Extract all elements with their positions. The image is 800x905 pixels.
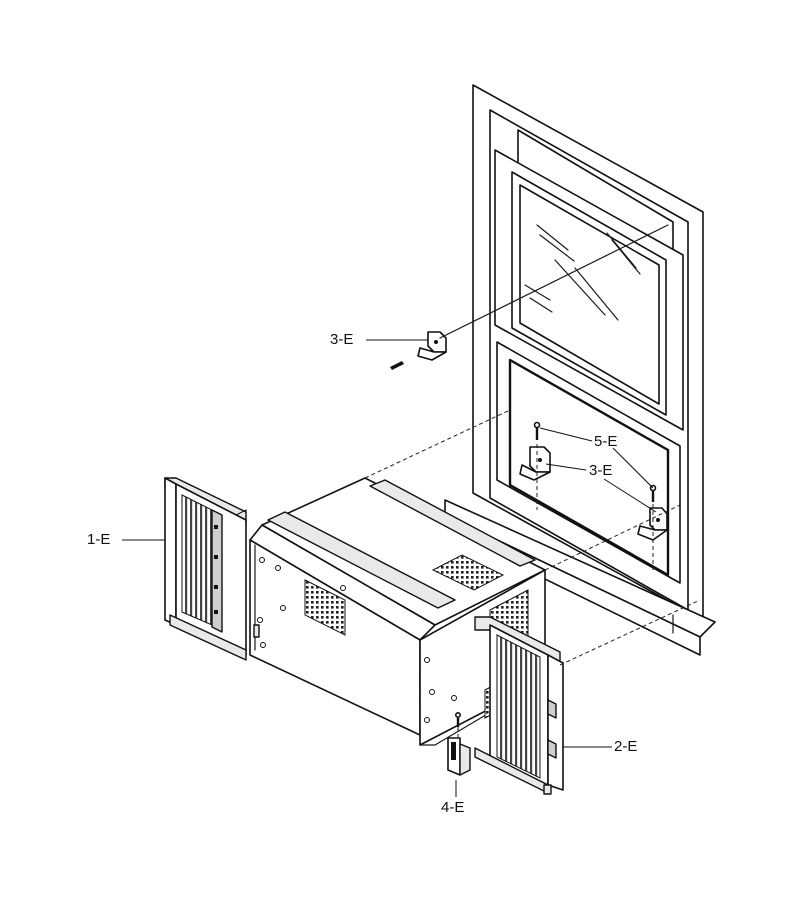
bracket-top (390, 331, 447, 370)
callout-1e-left-panel: 1-E (87, 531, 111, 548)
callout-3e-top-bracket: 3-E (330, 331, 354, 348)
alignment-guides (364, 224, 701, 738)
side-panel-left (164, 477, 247, 661)
callout-2e-right-panel: 2-E (614, 738, 638, 755)
window-frame (444, 84, 716, 656)
callout-4e-support-bracket: 4-E (441, 799, 465, 816)
callout-5e-screw: 5-E (594, 433, 618, 450)
callout-leaders (122, 339, 657, 797)
callout-3e-sill-bracket: 3-E (589, 462, 613, 479)
side-panel-right (474, 616, 564, 795)
support-bracket (447, 711, 471, 776)
bracket-sill-left (519, 446, 551, 481)
screw-sill-left (533, 421, 541, 440)
